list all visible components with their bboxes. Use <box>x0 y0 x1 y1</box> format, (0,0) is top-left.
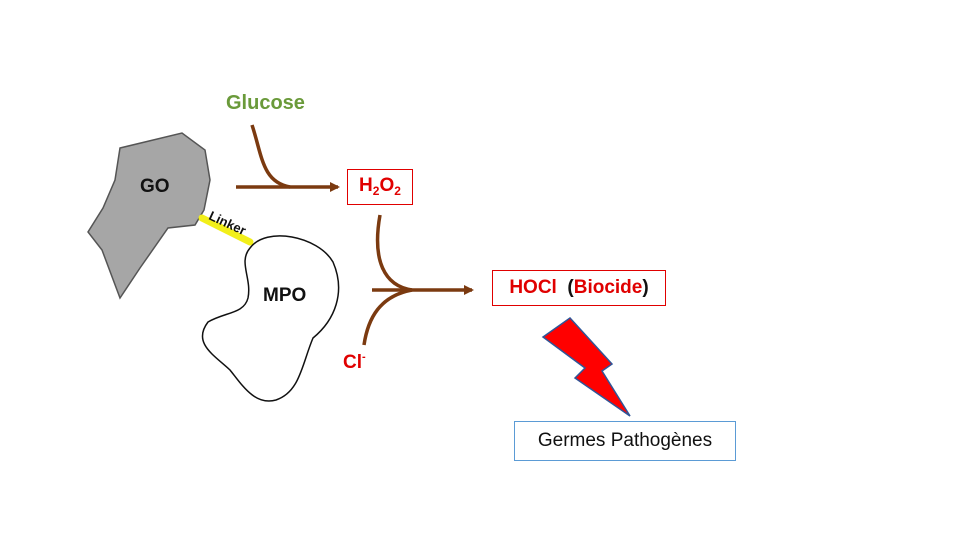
h2o2-box: H2O2 <box>347 169 413 205</box>
h2o2-arrow <box>375 214 413 292</box>
chloride-label: Cl- <box>343 351 366 374</box>
go-shape <box>87 132 211 300</box>
linker-bar <box>198 214 254 246</box>
chloride-charge: - <box>362 351 366 363</box>
lightning-bolt-icon <box>541 317 631 417</box>
germes-box: Germes Pathogènes <box>514 421 736 461</box>
cl-arrow <box>362 288 413 346</box>
chloride-symbol: Cl <box>343 352 362 373</box>
biocide-label: Biocide <box>573 277 643 298</box>
hocl-box: HOCl (Biocide) <box>492 270 666 306</box>
h2o2-sub-2: 2 <box>394 184 401 198</box>
h2o2-h: H <box>359 175 373 196</box>
mpo-shape <box>201 235 340 402</box>
glucose-label: Glucose <box>226 92 305 114</box>
biocide-open-paren: ( <box>567 277 574 298</box>
hocl-label: HOCl <box>509 277 557 298</box>
biocide-close-paren: ) <box>642 277 649 298</box>
mpo-label: MPO <box>263 285 307 306</box>
h2o2-o: O <box>379 175 395 196</box>
go-label: GO <box>140 176 170 197</box>
glucose-arrow <box>250 124 291 189</box>
h2o2-sub-1: 2 <box>372 184 380 198</box>
